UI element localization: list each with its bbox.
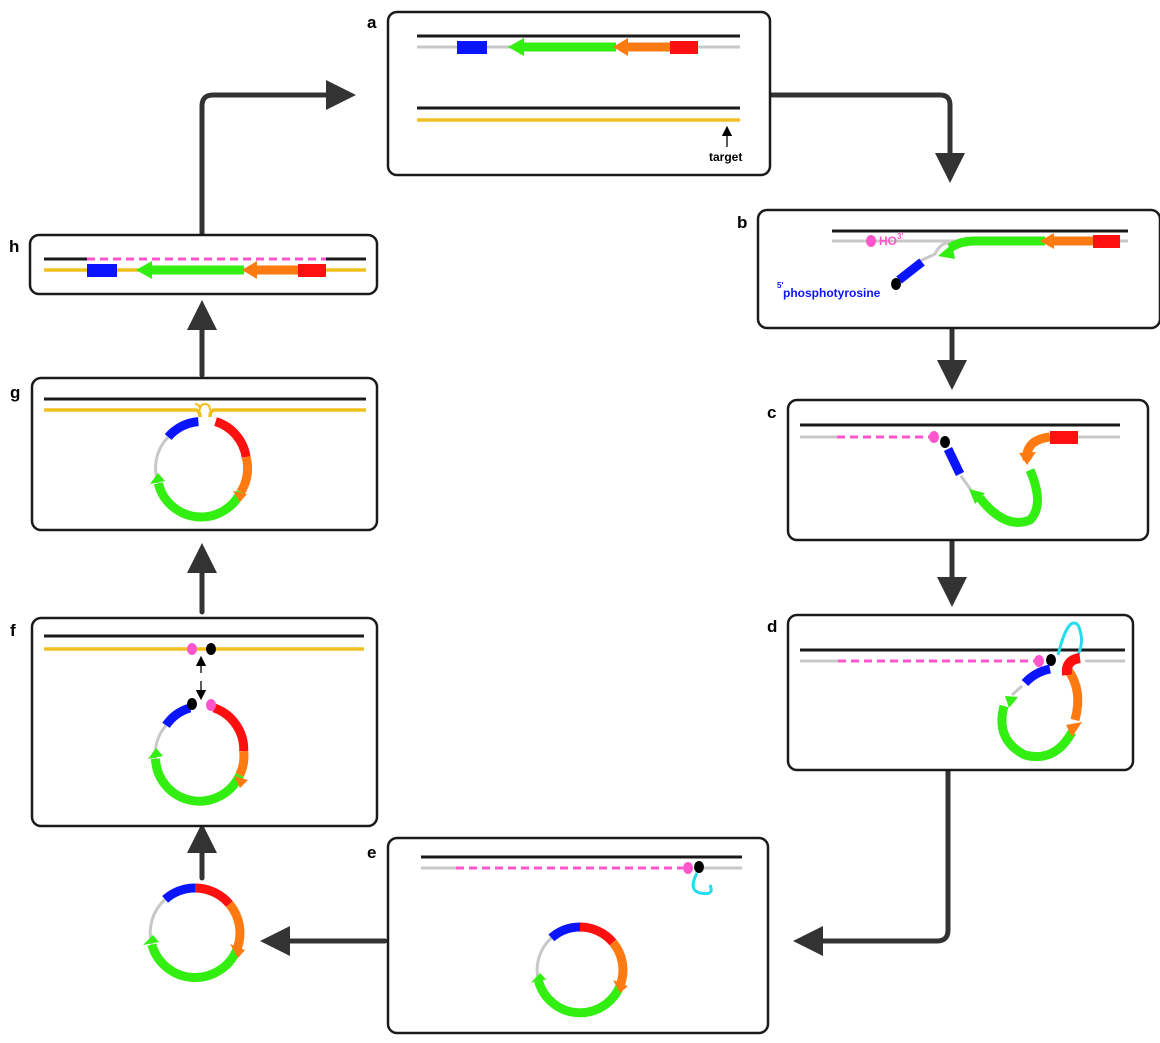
black-phosphotyrosine-end — [1046, 654, 1056, 666]
black-phosphotyrosine-end — [940, 436, 950, 448]
orange-gene-arrowhead — [242, 261, 257, 279]
orange-gene-arrowhead — [613, 38, 628, 56]
pink-hydroxyl-end — [929, 431, 939, 443]
green-arrowhead — [148, 748, 163, 759]
arrow-h-to-a — [199, 80, 356, 236]
panel-letter: g — [10, 383, 20, 402]
green-arrowhead — [530, 973, 547, 983]
orange-arc — [225, 901, 245, 950]
black-phosphotyrosine-end — [891, 278, 901, 290]
panel-g: g — [10, 376, 379, 532]
green-arrowhead — [143, 935, 159, 945]
black-phosphotyrosine-end — [206, 643, 216, 655]
blue-arc — [162, 703, 192, 729]
pink-hydroxyl-end — [206, 699, 216, 711]
cyan-loop — [691, 872, 713, 896]
orange-gene-arrowhead — [1019, 452, 1036, 465]
panel-letter: b — [737, 213, 747, 232]
blue-end-segment — [1021, 664, 1052, 687]
green-gene-arrowhead — [938, 244, 955, 259]
panel-letter: h — [9, 237, 19, 256]
blue-arc — [164, 417, 199, 441]
arrow-a-to-b — [769, 92, 965, 183]
orange-gene-arrowhead — [1040, 233, 1054, 249]
panel-f: f — [10, 616, 379, 828]
green-gene-arrowhead — [508, 38, 524, 56]
phosphotyrosine-label: phosphotyrosine — [783, 286, 881, 300]
orange-arrowhead — [234, 776, 248, 788]
blue-arc — [162, 883, 196, 903]
cycle-arrows — [187, 80, 967, 956]
green-arc — [534, 979, 625, 1018]
donor-strand — [1010, 684, 1024, 697]
donor-strand — [959, 475, 973, 491]
black-phosphotyrosine-end — [187, 698, 197, 710]
orange-arc — [609, 939, 628, 987]
arrow-d-to-e — [793, 767, 951, 956]
green-arrowhead — [150, 473, 165, 484]
green-gene-arrowhead — [969, 489, 985, 504]
donor-strand-tail — [919, 239, 956, 263]
cyan-loop — [1056, 621, 1083, 656]
panel-e: e — [367, 836, 770, 1035]
orange-arrowhead — [613, 980, 628, 993]
red-end-segment — [1050, 431, 1078, 444]
panel-a: a target — [367, 10, 772, 177]
circle-intermediate — [148, 703, 249, 806]
integrating-circle — [150, 417, 253, 522]
green-arc — [151, 758, 244, 806]
orange-arrowhead — [230, 944, 245, 958]
orange-arc — [235, 750, 249, 777]
red-arc — [579, 922, 617, 946]
blue-end-segment — [943, 447, 965, 476]
red-arc — [194, 883, 233, 908]
green-gene-arrowhead — [136, 261, 152, 279]
blue-arc — [548, 922, 581, 942]
panel-h: h — [9, 233, 379, 296]
red-end-segment — [670, 41, 698, 54]
ho-superscript: 3' — [897, 232, 903, 241]
green-arc — [153, 481, 245, 522]
green-gene — [997, 704, 1076, 762]
red-end-segment — [298, 264, 326, 277]
blue-end-segment — [896, 258, 925, 284]
panel-letter: c — [767, 403, 776, 422]
panel-d: d — [767, 613, 1135, 772]
junction-kink — [194, 402, 211, 411]
green-gene — [976, 468, 1042, 527]
pt-superscript: 5' — [777, 281, 783, 290]
orange-arrowhead — [233, 491, 247, 502]
pink-hydroxyl-end — [683, 862, 693, 874]
pink-hydroxyl-end — [866, 235, 876, 247]
blue-end-segment — [457, 41, 487, 54]
orange-arc — [236, 455, 253, 495]
panel-c: c — [767, 398, 1150, 542]
panel-b: b HO 3' 5' phosphotyrosine — [737, 208, 1160, 330]
free-circular-intermediate — [143, 883, 245, 983]
green-gene-arrowhead — [1005, 696, 1018, 708]
panel-letter: d — [767, 617, 777, 636]
panel-letter: e — [367, 843, 376, 862]
red-arc — [214, 417, 251, 458]
red-arc — [212, 703, 249, 752]
panel-letter: f — [10, 621, 16, 640]
pink-hydroxyl-end — [187, 643, 197, 655]
panel-letter: a — [367, 13, 377, 32]
green-arc — [147, 943, 242, 983]
excised-circle — [530, 922, 628, 1018]
pink-hydroxyl-end — [1034, 655, 1044, 667]
blue-end-segment — [87, 264, 117, 277]
target-label: target — [709, 150, 742, 164]
orange-gene-arrowhead — [1066, 722, 1082, 737]
red-end-segment — [1093, 235, 1120, 248]
red-end-segment — [1061, 653, 1081, 676]
target-strand — [44, 408, 366, 418]
black-phosphotyrosine-end — [694, 861, 704, 873]
ho-label: HO — [879, 234, 897, 248]
